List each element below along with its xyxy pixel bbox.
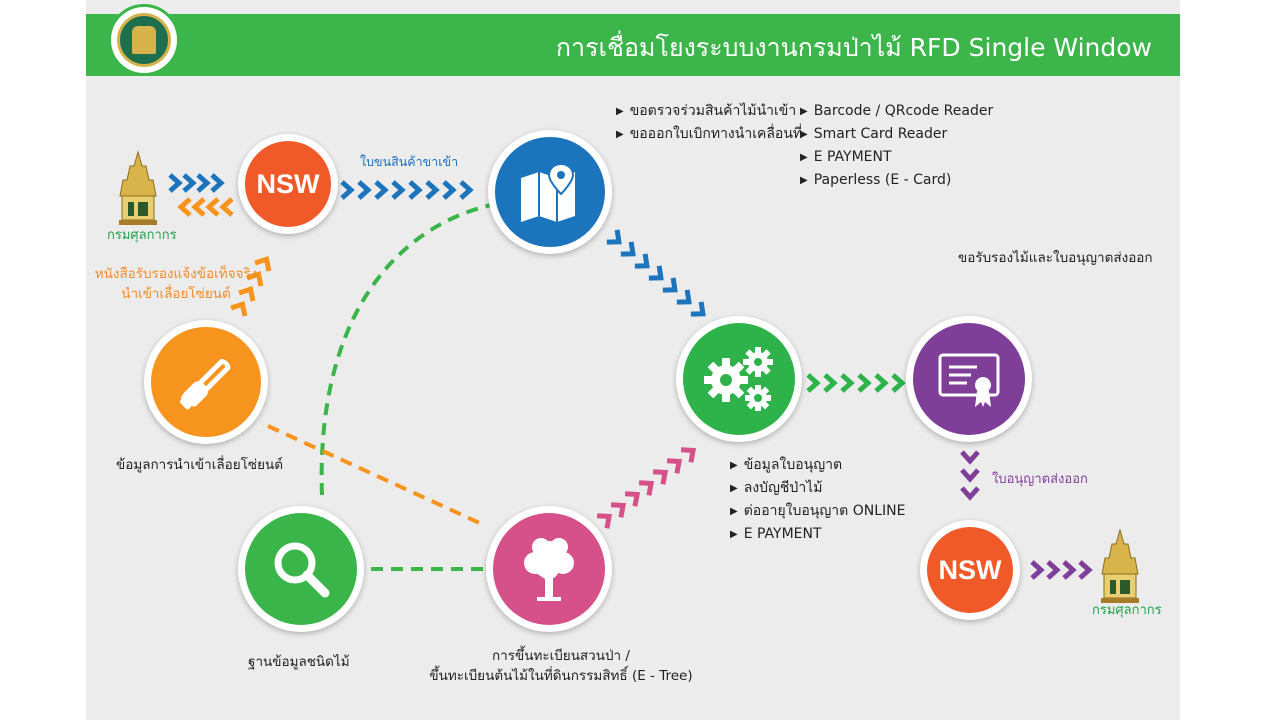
customs-label-bottom: กรมศุลกากร xyxy=(1092,603,1162,618)
slide: การเชื่อมโยงระบบงานกรมป่าไม้ RFD Single … xyxy=(86,0,1180,720)
map-requests-list: ขอตรวจร่วมสินค้าไม้นำเข้า ขอออกใบเบิกทาง… xyxy=(616,100,802,146)
chevrons-map-to-gears xyxy=(607,230,708,320)
certificate-node xyxy=(906,316,1032,442)
list-item: ลงบัญชีป่าไม้ xyxy=(730,477,905,500)
list-item: Paperless (E - Card) xyxy=(800,169,993,192)
chevrons-customs-to-nsw xyxy=(170,175,221,191)
tree-registration-label: การขึ้นทะเบียนสวนป่า / ขึ้นทะเบียนต้นไม้… xyxy=(416,646,706,686)
header-bar: การเชื่อมโยงระบบงานกรมป่าไม้ RFD Single … xyxy=(86,14,1180,76)
permit-services-list: ข้อมูลใบอนุญาต ลงบัญชีป่าไม้ ต่ออายุใบอน… xyxy=(730,454,906,546)
wood-db-label: ฐานข้อมูลชนิดไม้ xyxy=(248,654,350,670)
tree-icon xyxy=(524,538,574,601)
customs-emblem-icon xyxy=(119,150,157,225)
customs-label-top: กรมศุลกากร xyxy=(107,228,177,243)
chevrons-nsw-to-map xyxy=(342,182,470,198)
list-item: ต่ออายุใบอนุญาต ONLINE xyxy=(730,500,906,523)
list-item: E PAYMENT xyxy=(800,146,993,169)
gears-icon xyxy=(704,347,773,411)
nsw-node-bottom: NSW xyxy=(920,520,1020,620)
customs-emblem-icon-bottom xyxy=(1101,528,1139,603)
nsw-node-top: NSW xyxy=(238,134,338,234)
list-item: ขอออกใบเบิกทางนำเคลื่อนที่ xyxy=(616,123,802,146)
page-title: การเชื่อมโยงระบบงานกรมป่าไม้ RFD Single … xyxy=(555,33,1152,62)
search-node xyxy=(238,506,364,632)
export-cert-request-label: ขอรับรองไม้และใบอนุญาตส่งออก xyxy=(958,250,1153,266)
list-item: Smart Card Reader xyxy=(800,123,993,146)
import-cert-line1: หนังสือรับรองแจ้งข้อเท็จจริง xyxy=(94,266,258,282)
chevrons-gears-to-certificate xyxy=(808,375,902,391)
gears-node xyxy=(676,316,802,442)
list-item: E PAYMENT xyxy=(730,523,905,546)
export-permit-label: ใบอนุญาตส่งออก xyxy=(992,472,1088,487)
map-pin-icon xyxy=(521,162,575,222)
chevrons-nsw-to-customs-bottom xyxy=(1032,562,1089,578)
flow-connectors xyxy=(86,0,1180,720)
tree-node xyxy=(486,506,612,632)
nsw-label-top: NSW xyxy=(256,168,320,199)
map-node xyxy=(488,130,612,254)
list-item: Barcode / QRcode Reader xyxy=(800,100,994,123)
chevrons-certificate-to-nsw xyxy=(962,452,978,497)
search-icon xyxy=(274,542,330,598)
dashed-link-search-map xyxy=(319,203,492,496)
import-cert-label: หนังสือรับรองแจ้งข้อเท็จจริง นำเข้าเลื่อ… xyxy=(88,264,264,304)
chevrons-nsw-to-customs xyxy=(181,199,232,215)
certificate-icon xyxy=(938,353,1000,407)
chainsaw-icon xyxy=(179,359,231,410)
chevrons-tree-to-gears xyxy=(597,444,698,528)
tree-reg-line2: ขึ้นทะเบียนต้นไม้ในที่ดินกรรมสิทธิ์ (E -… xyxy=(429,668,693,684)
list-item: ขอตรวจร่วมสินค้าไม้นำเข้า xyxy=(616,100,802,123)
chainsaw-node xyxy=(144,320,268,444)
tree-reg-line1: การขึ้นทะเบียนสวนป่า / xyxy=(492,648,630,664)
import-cert-line2: นำเข้าเลื่อยโซ่ยนต์ xyxy=(121,286,231,302)
royal-seal-icon xyxy=(108,4,180,76)
nsw-label-bottom: NSW xyxy=(938,554,1002,585)
list-item: ข้อมูลใบอนุญาต xyxy=(730,454,905,477)
chainsaw-data-label: ข้อมูลการนำเข้าเลื่อยโซ่ยนต์ xyxy=(116,457,283,473)
features-list: Barcode / QRcode Reader Smart Card Reade… xyxy=(800,100,994,192)
cargo-manifest-label: ใบขนสินค้าขาเข้า xyxy=(360,154,459,169)
